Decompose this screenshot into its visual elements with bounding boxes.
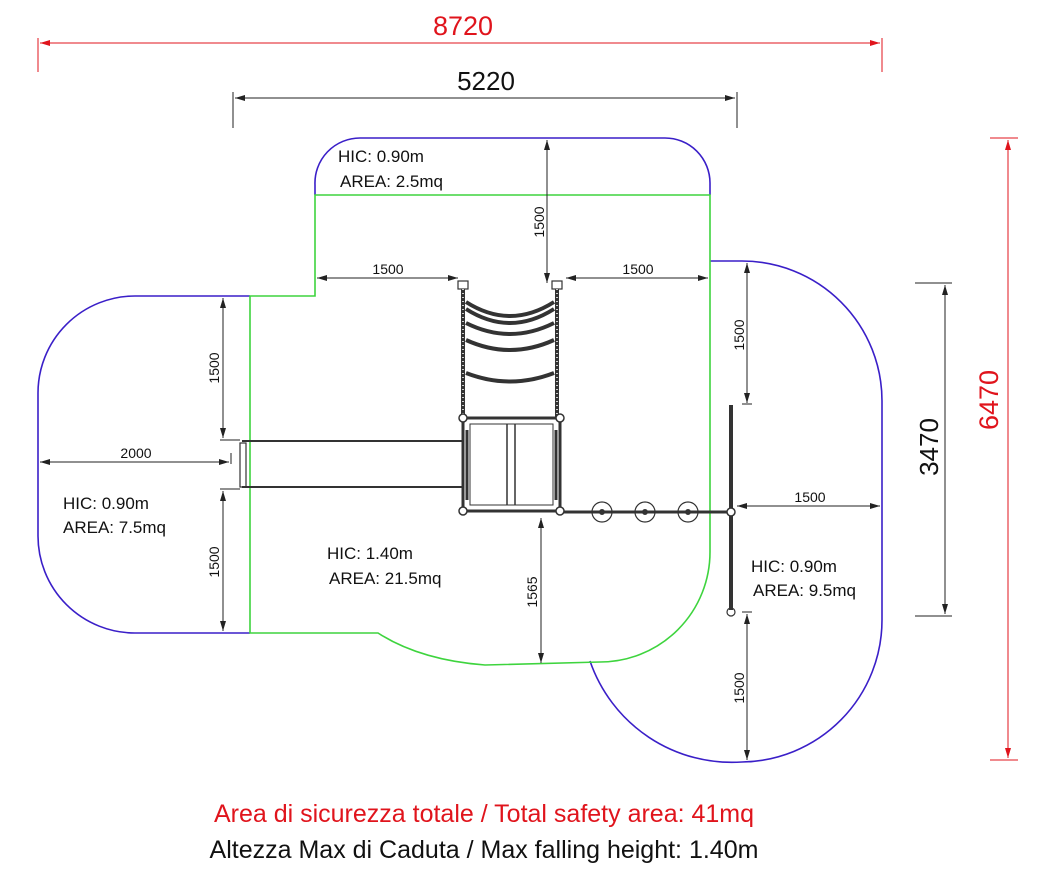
max-falling-height-text: Altezza Max di Caduta / Max falling heig… [209,836,759,864]
dimension-right-upper-vertical: 1500 [731,263,752,405]
dimension-label: 1500 [794,489,825,505]
dimension-bottom-vertical: 1565 [524,518,544,663]
dimension-label: 1500 [206,546,222,577]
svg-text:HIC: 1.40m: HIC: 1.40m [327,544,413,563]
dimension-label: 1500 [731,319,747,350]
zone-top-boundary [314,137,711,195]
dimension-label: 1565 [524,576,540,607]
overall-height-dimension: 6470 [974,137,1018,761]
dimension-top-left-horizontal: 1500 [317,261,458,281]
dimension-left-horizontal: 2000 [40,445,232,465]
dimension-label: 1500 [372,261,403,277]
dimension-top-right-horizontal: 1500 [566,261,708,281]
zone-label-main: HIC: 1.40m AREA: 21.5mq [327,544,441,588]
overall-width-label: 8720 [433,11,493,41]
zone-label-right: HIC: 0.90m AREA: 9.5mq [751,557,856,600]
structure-width-dimension: 5220 [232,66,738,128]
structure-depth-dimension: 3470 [914,282,952,617]
svg-text:AREA: 7.5mq: AREA: 7.5mq [63,518,166,537]
svg-text:AREA: 21.5mq: AREA: 21.5mq [329,569,441,588]
svg-text:AREA: 2.5mq: AREA: 2.5mq [340,172,443,191]
dimension-right-lower-vertical: 1500 [731,611,752,760]
zone-left-boundary [37,295,250,634]
structure-width-label: 5220 [457,66,515,96]
zone-label-left: HIC: 0.90m AREA: 7.5mq [63,494,166,537]
dimension-top-vertical: 1500 [531,140,550,283]
dimension-label: 2000 [120,445,151,461]
svg-text:HIC: 0.90m: HIC: 0.90m [751,557,837,576]
dimension-label: 1500 [206,352,222,383]
dimension-right-horizontal: 1500 [737,489,880,509]
dimension-left-lower-vertical: 1500 [206,488,240,631]
zone-right-boundary [589,260,883,764]
overall-height-label: 6470 [974,370,1004,430]
dimension-left-upper-vertical: 1500 [206,298,240,441]
play-structure [239,280,736,617]
dimension-label: 1500 [622,261,653,277]
dimension-label: 1500 [731,672,747,703]
zone-main-boundary [249,194,711,666]
svg-text:AREA: 9.5mq: AREA: 9.5mq [753,581,856,600]
zone-label-top: HIC: 0.90m AREA: 2.5mq [338,147,443,191]
total-safety-area-text: Area di sicurezza totale / Total safety … [213,800,755,828]
overall-width-dimension: 8720 [37,11,883,72]
svg-text:HIC: 0.90m: HIC: 0.90m [338,147,424,166]
dimension-label: 1500 [531,206,547,237]
svg-text:HIC: 0.90m: HIC: 0.90m [63,494,149,513]
structure-depth-label: 3470 [914,418,944,476]
